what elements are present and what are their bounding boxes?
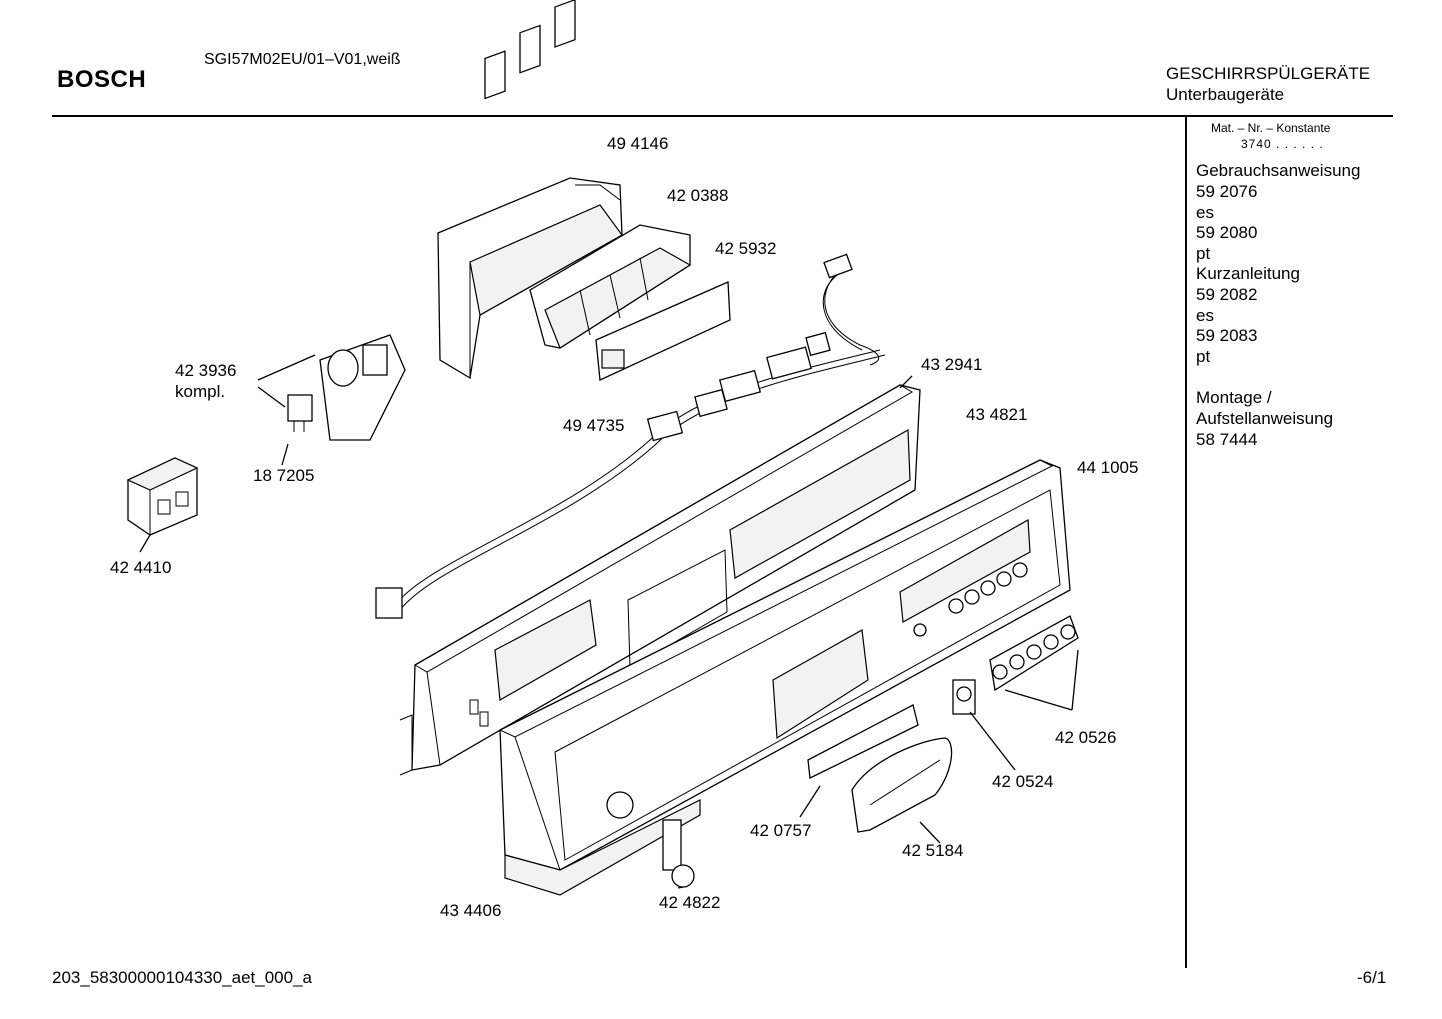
part-label-425932: 42 5932 — [715, 239, 777, 258]
part-label-423936: 42 3936 — [175, 361, 237, 380]
part-label-494735: 49 4735 — [563, 416, 625, 435]
mat-number-value: 3740 . . . . . . — [1241, 137, 1324, 151]
control-module-housing — [437, 0, 623, 380]
page-number: -6/1 — [1357, 968, 1387, 987]
sidebar-line: 59 2083 — [1196, 326, 1258, 345]
sidebar-line: Kurzanleitung — [1196, 264, 1300, 283]
sidebar-line: 59 2082 — [1196, 285, 1258, 304]
brand-logo: BOSCH — [57, 66, 147, 93]
category-subtitle: Unterbaugeräte — [1166, 85, 1285, 104]
document-id: 203_58300000104330_aet_000_a — [52, 968, 312, 987]
single-button — [952, 679, 976, 715]
sidebar-line: 59 2076 — [1196, 182, 1258, 201]
wiring-harness — [375, 253, 886, 619]
part-label-424410: 42 4410 — [110, 558, 172, 577]
connector-block — [126, 457, 199, 536]
sidebar-line: es — [1196, 203, 1214, 222]
part-label-494146: 49 4146 — [607, 134, 669, 153]
handle-lever — [662, 819, 695, 888]
base-strip — [504, 799, 701, 896]
sidebar-line: pt — [1196, 244, 1211, 263]
switch-block — [529, 224, 692, 349]
door-handle — [851, 737, 953, 833]
model-number: SGI57M02EU/01–V01,weiß — [204, 51, 401, 68]
part-label-432941: 43 2941 — [921, 355, 983, 374]
part-label-424822: 42 4822 — [659, 893, 721, 912]
sidebar-line: Aufstellanweisung — [1196, 409, 1334, 428]
sidebar-line: Gebrauchsanweisung — [1196, 161, 1361, 180]
control-panel-frame — [399, 384, 921, 776]
part-label-420524: 42 0524 — [992, 772, 1054, 791]
button-row — [989, 615, 1079, 692]
sidebar-line: 59 2080 — [1196, 223, 1258, 242]
sidebar-line: es — [1196, 306, 1214, 325]
part-label-425184: 42 5184 — [902, 841, 964, 860]
trim-strip — [807, 704, 919, 779]
sidebar-line: 58 7444 — [1196, 430, 1258, 449]
part-label-420388: 42 0388 — [667, 186, 729, 205]
header-divider — [52, 115, 1393, 117]
label-strip-window — [601, 349, 625, 369]
lock-assembly — [287, 334, 406, 441]
sidebar-line: pt — [1196, 347, 1211, 366]
sidebar-line: Montage / — [1196, 388, 1272, 407]
part-label-423936-note: kompl. — [175, 382, 226, 401]
category-title: GESCHIRRSPÜLGERÄTE — [1166, 64, 1371, 83]
front-fascia — [498, 459, 1071, 871]
part-label-434821: 43 4821 — [966, 405, 1028, 424]
part-label-420757: 42 0757 — [750, 821, 812, 840]
label-strip — [595, 281, 731, 381]
part-label-420526: 42 0526 — [1055, 728, 1117, 747]
mat-number-label: Mat. – Nr. – Konstante — [1211, 121, 1331, 135]
sidebar-divider — [1185, 116, 1187, 968]
part-label-441005: 44 1005 — [1077, 458, 1139, 477]
part-label-187205: 18 7205 — [253, 466, 315, 485]
part-label-434406: 43 4406 — [440, 901, 502, 920]
